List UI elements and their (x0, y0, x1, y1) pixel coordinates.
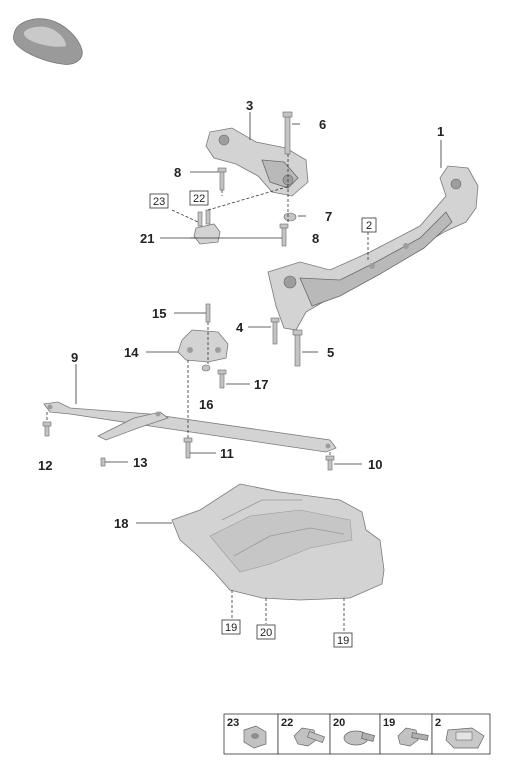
clip-nut-icon (445, 727, 485, 749)
callout-16: 16 (199, 397, 213, 412)
boxed-callout-2: 2 (361, 217, 377, 233)
callout-13: 13 (133, 455, 147, 470)
callout-8-upper: 8 (174, 165, 181, 180)
legend-number-20: 20 (333, 717, 345, 729)
callout-7: 7 (325, 209, 332, 224)
callout-6: 6 (319, 117, 326, 132)
underbody-panel-18 (171, 483, 385, 601)
callout-17: 17 (254, 377, 268, 392)
nut-16 (201, 364, 211, 372)
boxed-callout-19-right: 19 (333, 632, 353, 648)
hex-bolt-icon (397, 727, 429, 747)
small-bracket-21 (193, 209, 221, 245)
callout-4: 4 (236, 320, 244, 335)
bolt-11 (183, 437, 193, 459)
bolt-10 (325, 455, 335, 471)
callout-12: 12 (38, 458, 52, 473)
callout-14: 14 (124, 345, 139, 360)
callout-5: 5 (327, 345, 334, 360)
boxed-callout-23: 23 (149, 193, 169, 209)
legend-number-22: 22 (281, 717, 293, 729)
callout-1: 1 (437, 124, 444, 139)
callout-8-lower: 8 (312, 231, 319, 246)
callout-18: 18 (114, 516, 128, 531)
dash-lines (46, 154, 369, 632)
svg-text:19: 19 (225, 622, 237, 634)
bolt-13 (100, 457, 106, 467)
callout-15: 15 (152, 306, 166, 321)
bolt-8-upper (217, 167, 227, 191)
fastener-legend: 23 22 20 19 2 (223, 713, 491, 755)
cross-brace-9 (43, 401, 337, 453)
bolt-8-lower (279, 223, 289, 247)
engine-mount-14 (177, 329, 229, 363)
bolt-12 (42, 421, 52, 437)
bolt-17 (217, 369, 227, 389)
svg-text:19: 19 (337, 635, 349, 647)
nut-icon (243, 725, 267, 749)
bolt-4 (270, 317, 280, 345)
callout-9: 9 (71, 350, 78, 365)
bolt-5 (292, 329, 303, 367)
callout-11: 11 (220, 446, 234, 461)
boxed-callout-22: 22 (189, 190, 209, 206)
legend-number-23: 23 (227, 717, 239, 729)
svg-text:23: 23 (153, 196, 165, 208)
leader-lines (75, 112, 442, 524)
legend-number-19: 19 (383, 717, 395, 729)
svg-text:20: 20 (260, 627, 272, 639)
vehicle-silhouette-icon (13, 18, 83, 65)
legend-number-2: 2 (435, 717, 441, 729)
boxed-callout-20: 20 (256, 624, 276, 640)
upper-mount-bracket (205, 127, 309, 197)
svg-text:2: 2 (366, 220, 372, 232)
bolt-15 (205, 303, 211, 323)
long-bolt-6 (282, 111, 293, 155)
svg-text:22: 22 (193, 193, 205, 205)
mushroom-rivet-icon (343, 730, 376, 746)
nut-7 (283, 212, 297, 222)
rear-subframe-1 (267, 165, 479, 331)
callout-3: 3 (246, 98, 253, 113)
flange-bolt-icon (293, 727, 325, 747)
callout-10: 10 (368, 457, 382, 472)
callout-21: 21 (140, 231, 154, 246)
boxed-callout-19-left: 19 (221, 619, 241, 635)
